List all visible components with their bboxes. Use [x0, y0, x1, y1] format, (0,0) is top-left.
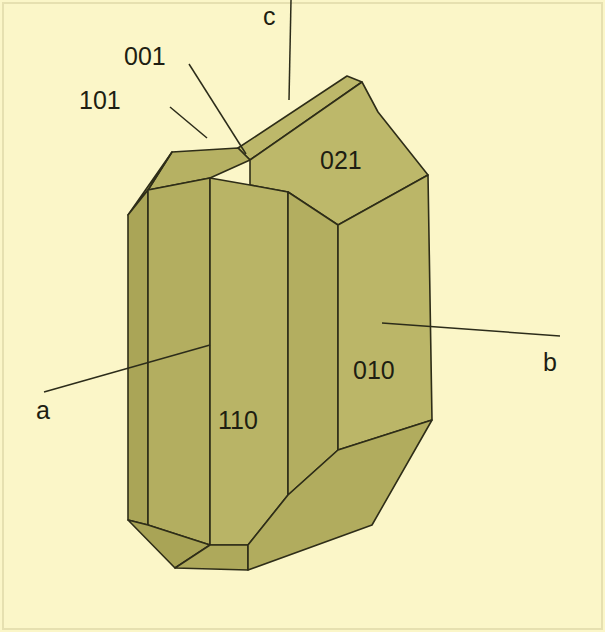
axis-label: a — [36, 398, 50, 423]
face-index: 001 — [124, 44, 166, 69]
axis-label: c — [263, 4, 276, 29]
face-index: 010 — [353, 358, 395, 383]
face-index: 110 — [218, 408, 258, 433]
face-index: 101 — [79, 88, 121, 113]
axis-label: b — [543, 350, 557, 375]
face-index: 021 — [320, 148, 362, 173]
